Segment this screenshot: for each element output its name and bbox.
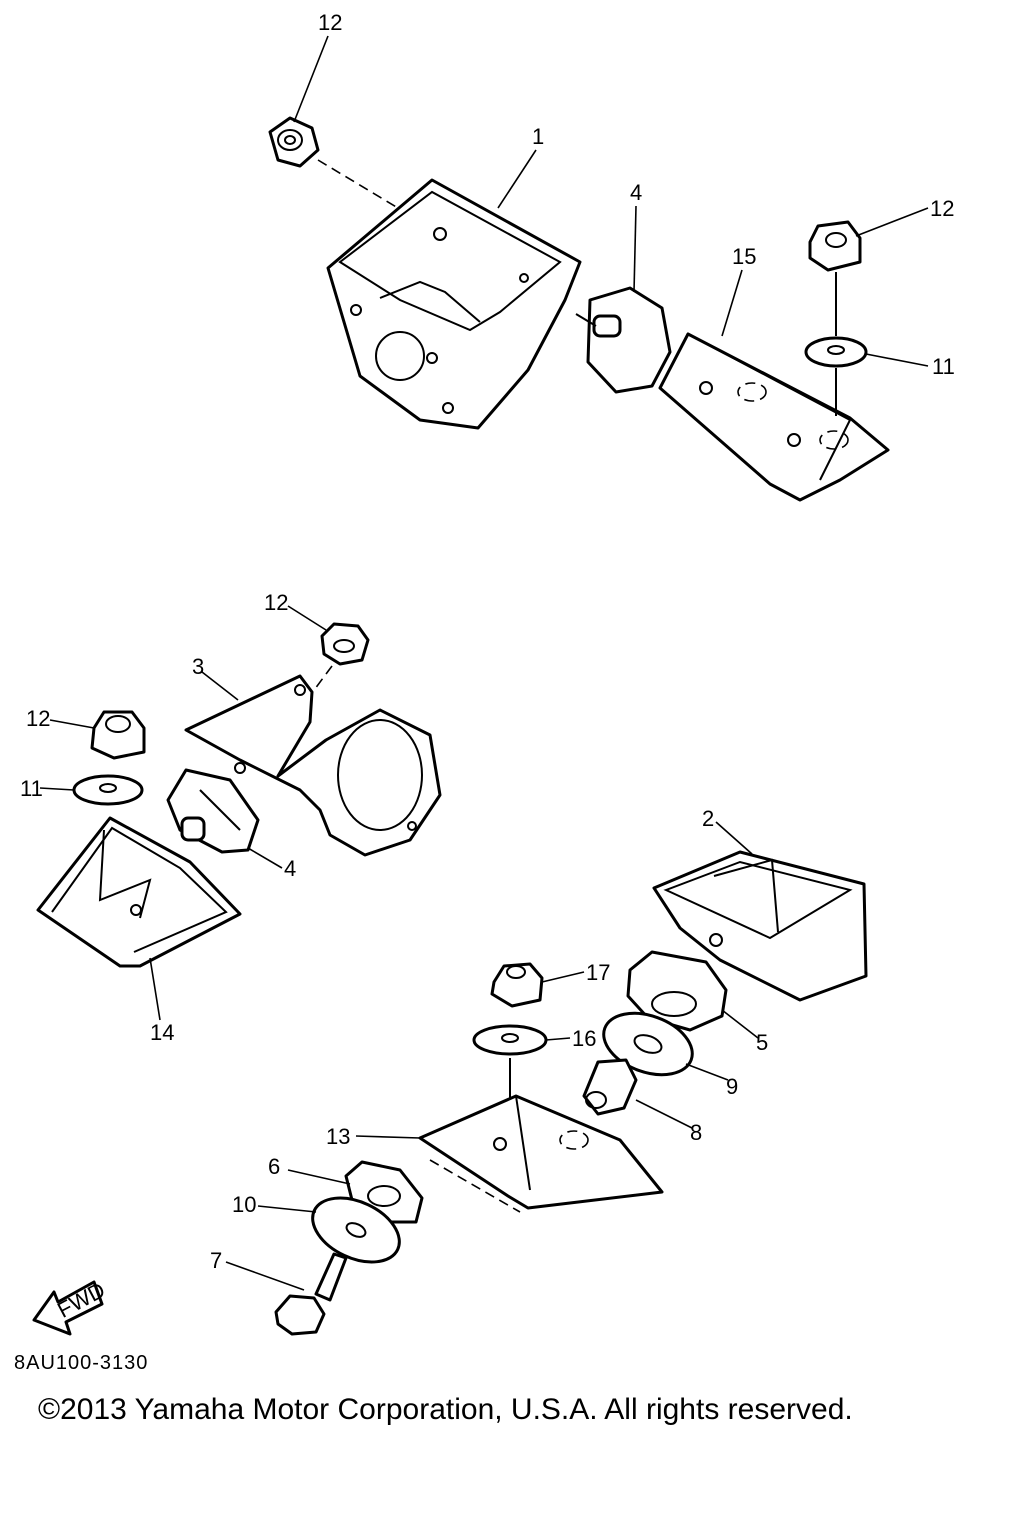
callout-12-left: 12 xyxy=(26,706,50,731)
leader-lines xyxy=(39,35,929,1291)
part-17-nut xyxy=(490,962,544,1008)
callout-8: 8 xyxy=(690,1120,702,1145)
part-12-nut-mid xyxy=(320,622,370,666)
callout-9: 9 xyxy=(726,1074,738,1099)
exploded-parts-diagram: FWD 12 1 4 15 12 11 12 3 12 11 xyxy=(20,10,955,1336)
callout-7: 7 xyxy=(210,1248,222,1273)
diagram-code: 8AU100-3130 xyxy=(14,1352,149,1374)
part-10-washer xyxy=(311,1196,401,1264)
callout-11-left: 11 xyxy=(20,776,43,801)
part-14-plate xyxy=(36,816,242,968)
part-12-nut-right xyxy=(808,220,862,272)
callout-6: 6 xyxy=(268,1154,280,1179)
callout-3: 3 xyxy=(192,654,204,679)
part-16-washer xyxy=(472,1024,548,1056)
part-11-washer-right xyxy=(804,336,868,368)
callout-4-top: 4 xyxy=(630,180,642,205)
callout-4-mid: 4 xyxy=(284,856,296,881)
copyright-notice: ©2013 Yamaha Motor Corporation, U.S.A. A… xyxy=(38,1393,853,1426)
callout-11-right: 11 xyxy=(932,354,955,379)
part-12-nut-left xyxy=(90,710,146,760)
part-2-bracket xyxy=(652,850,868,1002)
part-1-bracket xyxy=(326,178,582,430)
part-12-nut-top xyxy=(268,116,320,168)
part-11-washer-left xyxy=(72,774,144,806)
callout-5: 5 xyxy=(756,1030,768,1055)
callout-12-right: 12 xyxy=(930,196,954,221)
callout-14: 14 xyxy=(150,1020,174,1045)
part-7-bolt xyxy=(274,1252,348,1336)
callout-13: 13 xyxy=(326,1124,350,1149)
callout-2: 2 xyxy=(702,806,714,831)
callout-15: 15 xyxy=(732,244,756,269)
callout-12-mid: 12 xyxy=(264,590,288,615)
part-3-bracket xyxy=(184,674,442,857)
part-5-rubber xyxy=(626,950,728,1032)
callout-numbers: 12 1 4 15 12 11 12 3 12 11 4 14 2 17 5 1… xyxy=(20,10,955,1273)
part-4-mount-mid xyxy=(166,768,260,854)
callout-10: 10 xyxy=(232,1192,256,1217)
fwd-arrow-icon: FWD xyxy=(32,1277,109,1336)
part-13-plate xyxy=(418,1094,664,1210)
callout-12-top: 12 xyxy=(318,10,342,35)
callout-16: 16 xyxy=(572,1026,596,1051)
callout-17: 17 xyxy=(586,960,610,985)
part-8-collar xyxy=(582,1058,638,1116)
callout-1: 1 xyxy=(532,124,544,149)
part-4-mount-top xyxy=(575,286,672,394)
part-15-plate xyxy=(658,332,890,502)
